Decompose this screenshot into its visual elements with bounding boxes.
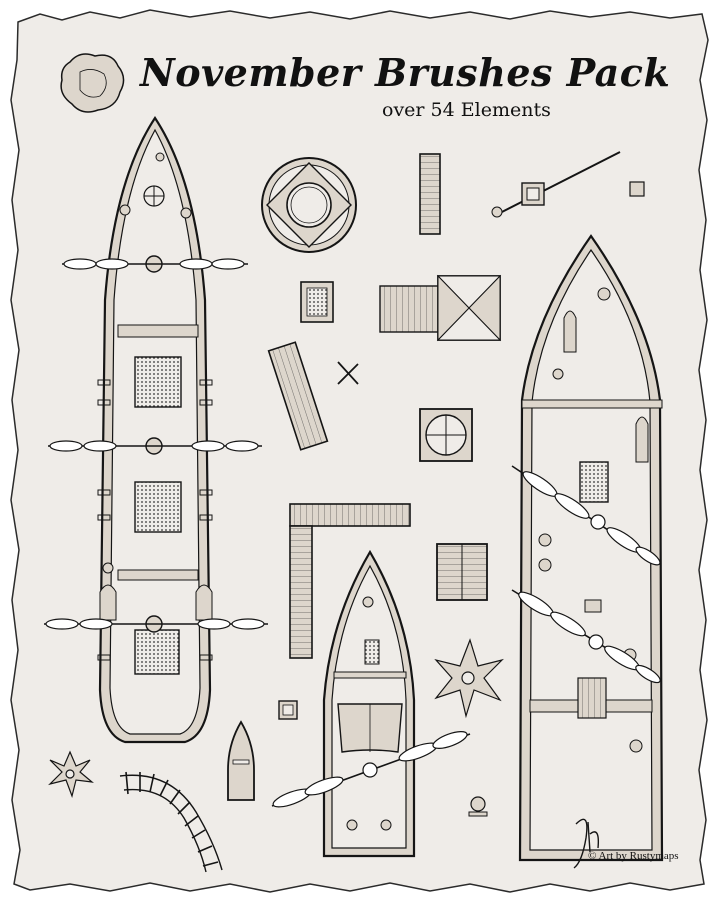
crate-icon	[300, 281, 334, 323]
galleon-yards	[511, 465, 661, 684]
well-icon	[419, 408, 473, 462]
raft-icon	[267, 341, 329, 451]
flower-icon	[48, 750, 94, 799]
large-ship-icon	[97, 116, 213, 744]
chair-icon	[468, 796, 488, 817]
crane-icon	[491, 151, 645, 218]
signature-icon	[573, 818, 600, 869]
rail-track-icon	[119, 771, 223, 873]
sailboat-yard	[271, 731, 471, 808]
crossed-oars-icon	[337, 361, 359, 385]
box-icon	[278, 700, 298, 720]
bridge-tower-icon	[379, 274, 502, 342]
rock-island-icon	[60, 53, 125, 113]
rowboat-icon	[227, 720, 255, 801]
pack-subtitle: over 54 Elements	[382, 99, 551, 121]
sailboat-icon	[322, 549, 416, 858]
dock-plank-icon	[419, 153, 441, 235]
starfish-plant-icon	[434, 638, 504, 719]
tower-top-icon	[261, 157, 357, 253]
pack-title: November Brushes Pack	[140, 50, 671, 95]
galleon-icon	[518, 234, 664, 862]
artist-credit: © Art by Rustymaps	[588, 850, 679, 862]
cargo-icon	[436, 543, 488, 601]
pier-l-icon	[289, 503, 411, 659]
yard-arms	[44, 258, 268, 630]
